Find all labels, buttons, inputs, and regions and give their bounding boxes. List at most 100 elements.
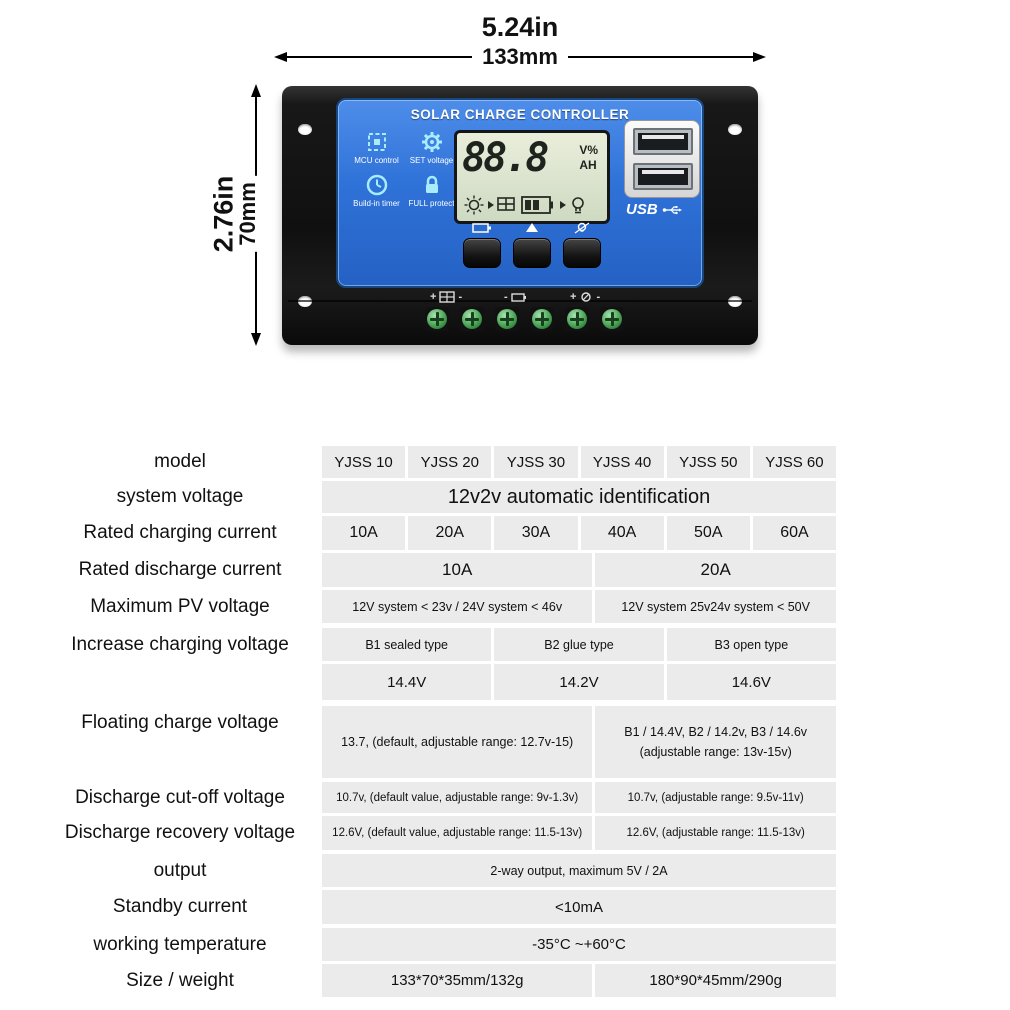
charging-voltage-cell: 14.2V — [494, 664, 664, 700]
usb-slot — [638, 133, 688, 150]
clock-icon — [365, 173, 389, 197]
feature-mcu-control: MCU control — [352, 130, 401, 166]
system-voltage-cell: 12v2v automatic identification — [322, 481, 836, 513]
lcd-display: 88.8 V% AH — [454, 130, 610, 224]
row-label-standby-current: Standby current — [112, 896, 248, 917]
mcu-chip-icon — [365, 130, 389, 154]
feature-label: SET voltage — [409, 156, 454, 165]
width-mm-label: 133mm — [275, 44, 765, 70]
minus-sign: - — [596, 291, 601, 303]
plus-sign: + — [430, 291, 437, 303]
battery-terminal-label: - — [504, 291, 530, 303]
screw-head — [567, 309, 587, 329]
usb-port-bottom — [633, 163, 693, 190]
charging-current-cell: 10A — [322, 516, 406, 550]
terminal-screw — [565, 307, 589, 331]
spec-row-charging-current: Rated charging current 10A 20A 30A 40A 5… — [0, 516, 837, 550]
spec-row-output: output 2-way output, maximum 5V / 2A — [0, 854, 836, 887]
battery-type-cell: B1 sealed type — [322, 628, 492, 661]
model-cell: YJSS 40 — [580, 446, 664, 478]
lcd-units: V% AH — [579, 143, 598, 173]
solar-charge-controller: SOLAR CHARGE CONTROLLER MCU control SET … — [282, 86, 758, 345]
cutoff-left-cell: 10.7v, (default value, adjustable range:… — [322, 782, 593, 813]
solar-panel-icon — [439, 291, 456, 303]
usb-port-top — [633, 128, 693, 155]
feature-label: Build-in timer — [353, 198, 400, 208]
spec-row-model: model YJSS 10 YJSS 20 YJSS 30 YJSS 40 YJ… — [0, 446, 837, 478]
floating-right-line2: (adjustable range: 13v-15v) — [639, 745, 792, 759]
width-inches-label: 5.24in — [481, 12, 559, 42]
row-label-cutoff-voltage: Discharge cut-off voltage — [75, 786, 285, 808]
usb-slot — [638, 168, 688, 185]
charging-current-cell: 20A — [408, 516, 492, 550]
model-cell: YJSS 30 — [494, 446, 578, 478]
recovery-right-cell: 12.6V, (adjustable range: 11.5-13v) — [595, 816, 836, 850]
discharge-current-right-cell: 20A — [595, 553, 836, 587]
load-terminal-label: + - — [570, 291, 600, 303]
feature-full-protect: FULL protect — [407, 173, 456, 209]
size-weight-right-cell: 180*90*45mm/290g — [595, 964, 836, 997]
lcd-status-icons — [464, 195, 584, 215]
spec-row-size-weight: Size / weight 133*70*35mm/132g 180*90*45… — [0, 964, 836, 997]
terminal-screw — [495, 307, 519, 331]
select-button — [463, 238, 501, 268]
lock-icon — [420, 173, 444, 197]
spec-row-working-temperature: working temperature -35°C ~+60°C — [0, 928, 836, 961]
battery-type-cell: B2 glue type — [494, 628, 664, 661]
width-mm-text: 133mm — [472, 44, 568, 69]
minus-sign: - — [458, 291, 463, 303]
lcd-reading: 88.8 — [462, 135, 549, 181]
model-cell: YJSS 50 — [666, 446, 750, 478]
charging-current-cell: 50A — [666, 516, 750, 550]
feature-label: FULL protect — [408, 198, 455, 208]
spec-row-cutoff-voltage: Discharge cut-off voltage 10.7v, (defaul… — [0, 782, 836, 813]
lcd-unit-ah: AH — [579, 158, 597, 172]
battery-type-cell: B3 open type — [666, 628, 836, 661]
feature-built-in-timer: Build-in timer — [352, 173, 401, 209]
usb-trident-icon — [662, 205, 682, 214]
cutoff-right-cell: 10.7v, (adjustable range: 9.5v-11v) — [595, 782, 836, 813]
charging-voltage-cell: 14.6V — [666, 664, 836, 700]
spec-row-floating-voltage: Floating charge voltage 13.7, (default, … — [0, 706, 836, 778]
up-arrow-icon — [513, 222, 551, 234]
row-label-recovery-voltage: Discharge recovery voltage — [64, 822, 296, 843]
terminal-screw — [425, 307, 449, 331]
mount-hole-top-right — [728, 124, 742, 135]
row-label-max-pv-voltage: Maximum PV voltage — [90, 595, 270, 617]
button-icon-row — [463, 222, 601, 234]
usb-tongue — [642, 170, 684, 174]
device-title: SOLAR CHARGE CONTROLLER — [410, 107, 630, 122]
usb-logo: USB — [626, 201, 682, 218]
standby-current-cell: <10mA — [322, 890, 836, 924]
output-cell: 2-way output, maximum 5V / 2A — [322, 854, 836, 887]
usb-logo-text: USB — [626, 201, 658, 218]
working-temperature-cell: -35°C ~+60°C — [322, 928, 836, 961]
row-label-output: output — [153, 859, 207, 881]
model-cell: YJSS 20 — [408, 446, 492, 478]
row-label-increase-charging: Increase charging voltage — [71, 633, 289, 655]
light-button — [563, 238, 601, 268]
usb-tongue — [642, 135, 684, 139]
charging-current-cell: 30A — [494, 516, 578, 550]
battery-icon — [510, 293, 526, 302]
size-weight-left-cell: 133*70*35mm/132g — [322, 964, 593, 997]
feature-set-voltage: SET voltage — [407, 130, 456, 166]
row-label-floating-voltage: Floating charge voltage — [81, 712, 279, 733]
screw-head — [427, 309, 447, 329]
charging-current-cell: 40A — [580, 516, 664, 550]
row-label-working-temperature: working temperature — [93, 933, 267, 955]
feature-label: MCU control — [354, 156, 399, 165]
screw-head — [462, 309, 482, 329]
spec-row-increase-charging-types: Increase charging voltage B1 sealed type… — [0, 628, 836, 661]
lamp-icon — [563, 222, 601, 234]
height-mm-label: 70mm — [235, 176, 261, 252]
charging-current-cell: 60A — [752, 516, 837, 550]
model-cell: YJSS 60 — [752, 446, 837, 478]
spec-row-standby-current: Standby current <10mA — [0, 890, 836, 924]
lcd-unit-volts: V% — [579, 143, 598, 157]
spec-row-increase-charging-values: 14.4V 14.2V 14.6V — [0, 664, 836, 700]
spec-row-discharge-current: Rated discharge current 10A 20A — [0, 553, 836, 587]
front-panel: SOLAR CHARGE CONTROLLER MCU control SET … — [336, 98, 704, 288]
charging-voltage-cell: 14.4V — [322, 664, 492, 700]
floating-left-cell: 13.7, (default, adjustable range: 12.7v-… — [322, 706, 593, 778]
